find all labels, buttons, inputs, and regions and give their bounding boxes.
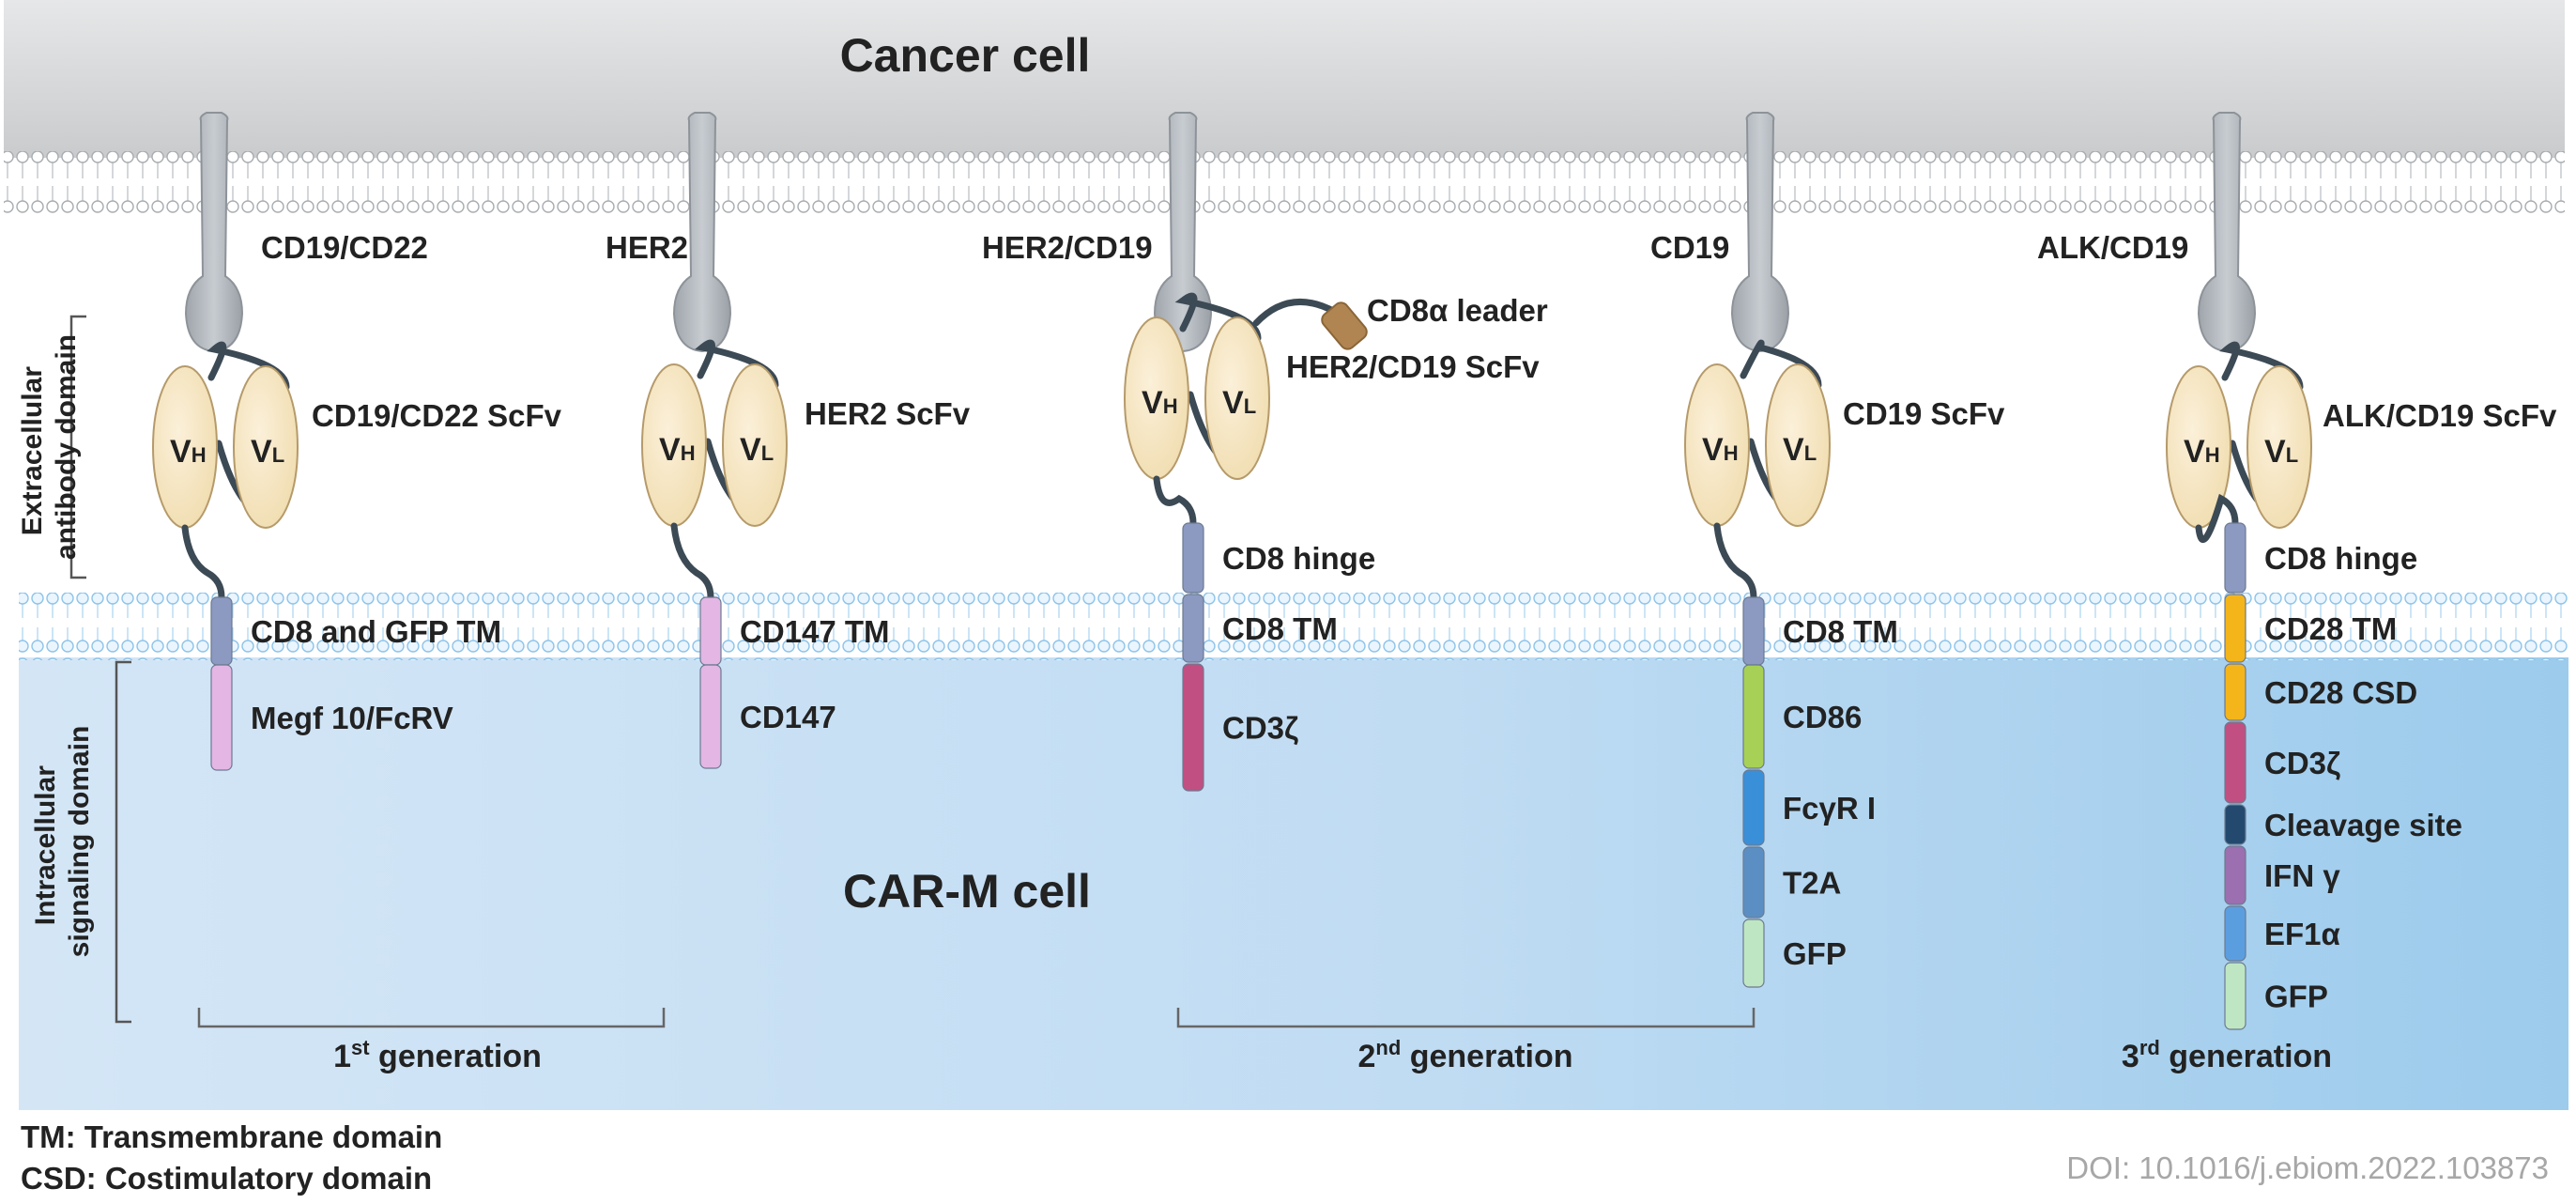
domain-label-5-3: CD28 CSD <box>2264 675 2417 710</box>
generation-bracket-2 <box>1176 1008 1756 1028</box>
carm-cell-body <box>19 657 2568 1110</box>
domain-label-4-5: GFP <box>1783 936 1847 971</box>
domain-label-2-1: CD147 TM <box>740 614 890 649</box>
cd8a-leader-label: CD8α leader <box>1367 293 1548 328</box>
domain-label-3-1: CD8 hinge <box>1222 541 1375 576</box>
antigen-label-2: HER2 <box>606 230 688 265</box>
legend-tm: TM: Transmembrane domain <box>21 1119 442 1154</box>
intracellular-bracket <box>115 660 131 1024</box>
doi-text: DOI: 10.1016/j.ebiom.2022.103873 <box>2066 1150 2549 1185</box>
vl-label-3: VL <box>1222 385 1256 421</box>
domain-label-5-1: CD8 hinge <box>2264 541 2417 576</box>
scfv-label-1: CD19/CD22 ScFv <box>312 398 562 433</box>
domain-segment-3-2 <box>1182 594 1204 663</box>
domain-segment-5-5 <box>2224 804 2246 845</box>
domain-segment-3-3 <box>1182 663 1204 792</box>
vh-label-2: VH <box>659 432 696 468</box>
domain-segment-5-1 <box>2224 522 2246 594</box>
domain-label-5-8: GFP <box>2264 980 2328 1014</box>
scfv-label-3: HER2/CD19 ScFv <box>1286 349 1540 384</box>
vl-domain-3 <box>1204 316 1270 480</box>
generation-label-3: 3rd generation <box>2122 1036 2332 1074</box>
vl-domain-5 <box>2246 365 2312 529</box>
intracellular-label-line-1: Intracellular <box>30 765 61 925</box>
domain-label-5-5: Cleavage site <box>2264 808 2462 842</box>
domain-label-3-3: CD3ζ <box>1222 711 1298 746</box>
domain-segment-2-1 <box>699 596 722 666</box>
scfv-label-2: HER2 ScFv <box>805 396 971 431</box>
antigen-4 <box>1730 112 1790 353</box>
extracellular-label-line-2: antibody domain <box>51 334 82 560</box>
cancer-cell-membrane <box>4 151 2565 215</box>
antigen-label-5: ALK/CD19 <box>2037 230 2188 265</box>
domain-segment-4-4 <box>1742 846 1765 918</box>
generation-label-1: 1st generation <box>333 1036 542 1074</box>
antigen-label-1: CD19/CD22 <box>261 230 428 265</box>
generation-bracket-1 <box>197 1008 666 1028</box>
generation-label-2: 2nd generation <box>1357 1036 1572 1074</box>
domain-segment-5-8 <box>2224 962 2246 1030</box>
domain-label-1-1: CD8 and GFP TM <box>251 614 501 649</box>
cancer-cell-label: Cancer cell <box>840 29 1091 82</box>
antigen-label-3: HER2/CD19 <box>982 230 1153 265</box>
domain-segment-5-2 <box>2224 594 2246 663</box>
domain-segment-3-1 <box>1182 522 1204 594</box>
domain-label-4-2: CD86 <box>1783 700 1862 734</box>
scfv-label-5: ALK/CD19 ScFv <box>2323 398 2557 433</box>
scfv-label-4: CD19 ScFv <box>1843 396 2005 431</box>
domain-label-4-3: FcγR I <box>1783 791 1876 826</box>
domain-segment-5-6 <box>2224 845 2246 905</box>
domain-segment-4-5 <box>1742 918 1765 988</box>
cd8a-leader-block <box>1321 301 1368 350</box>
domain-label-1-2: Megf 10/FcRV <box>251 701 453 735</box>
extracellular-label: Extracellular antibody domain <box>17 334 82 560</box>
intracellular-label-line-2: signaling domain <box>64 726 95 958</box>
extracellular-bracket <box>69 315 86 579</box>
antigen-label-4: CD19 <box>1650 230 1729 265</box>
domain-segment-5-7 <box>2224 905 2246 962</box>
vl-domain-4 <box>1765 363 1831 527</box>
domain-label-5-2: CD28 TM <box>2264 611 2397 646</box>
domain-label-5-7: EF1α <box>2264 917 2340 951</box>
vl-domain-2 <box>722 363 788 527</box>
domain-segment-4-3 <box>1742 769 1765 846</box>
generation-brackets <box>197 1008 1756 1028</box>
domain-label-4-4: T2A <box>1783 866 1841 901</box>
domain-label-4-1: CD8 TM <box>1783 614 1898 649</box>
domain-segment-5-3 <box>2224 663 2246 721</box>
domain-segment-2-2 <box>699 664 722 769</box>
cancer-cell-body <box>4 0 2565 158</box>
domain-segment-1-1 <box>210 596 233 666</box>
legend-csd: CSD: Costimulatory domain <box>21 1161 432 1196</box>
antigen-2 <box>672 112 732 353</box>
domain-segment-1-2 <box>210 664 233 771</box>
domain-segment-5-4 <box>2224 721 2246 804</box>
domain-label-5-6: IFN γ <box>2264 858 2340 893</box>
vl-domain-1 <box>233 365 299 529</box>
carm-cell-label: CAR-M cell <box>843 865 1091 918</box>
vl-label-4: VL <box>1783 432 1817 468</box>
domain-segment-4-2 <box>1742 664 1765 769</box>
domain-label-5-4: CD3ζ <box>2264 746 2340 780</box>
extracellular-label-line-1: Extracellular <box>17 366 48 535</box>
domain-label-2-2: CD147 <box>740 700 836 734</box>
carm-cell-membrane <box>19 593 2568 660</box>
domain-segment-4-1 <box>1742 596 1765 666</box>
antigen-3 <box>1153 112 1213 353</box>
antigen-5 <box>2197 112 2257 353</box>
antigen-1 <box>184 112 244 353</box>
intracellular-label: Intracellular signaling domain <box>30 726 95 958</box>
domain-label-3-2: CD8 TM <box>1222 611 1338 646</box>
